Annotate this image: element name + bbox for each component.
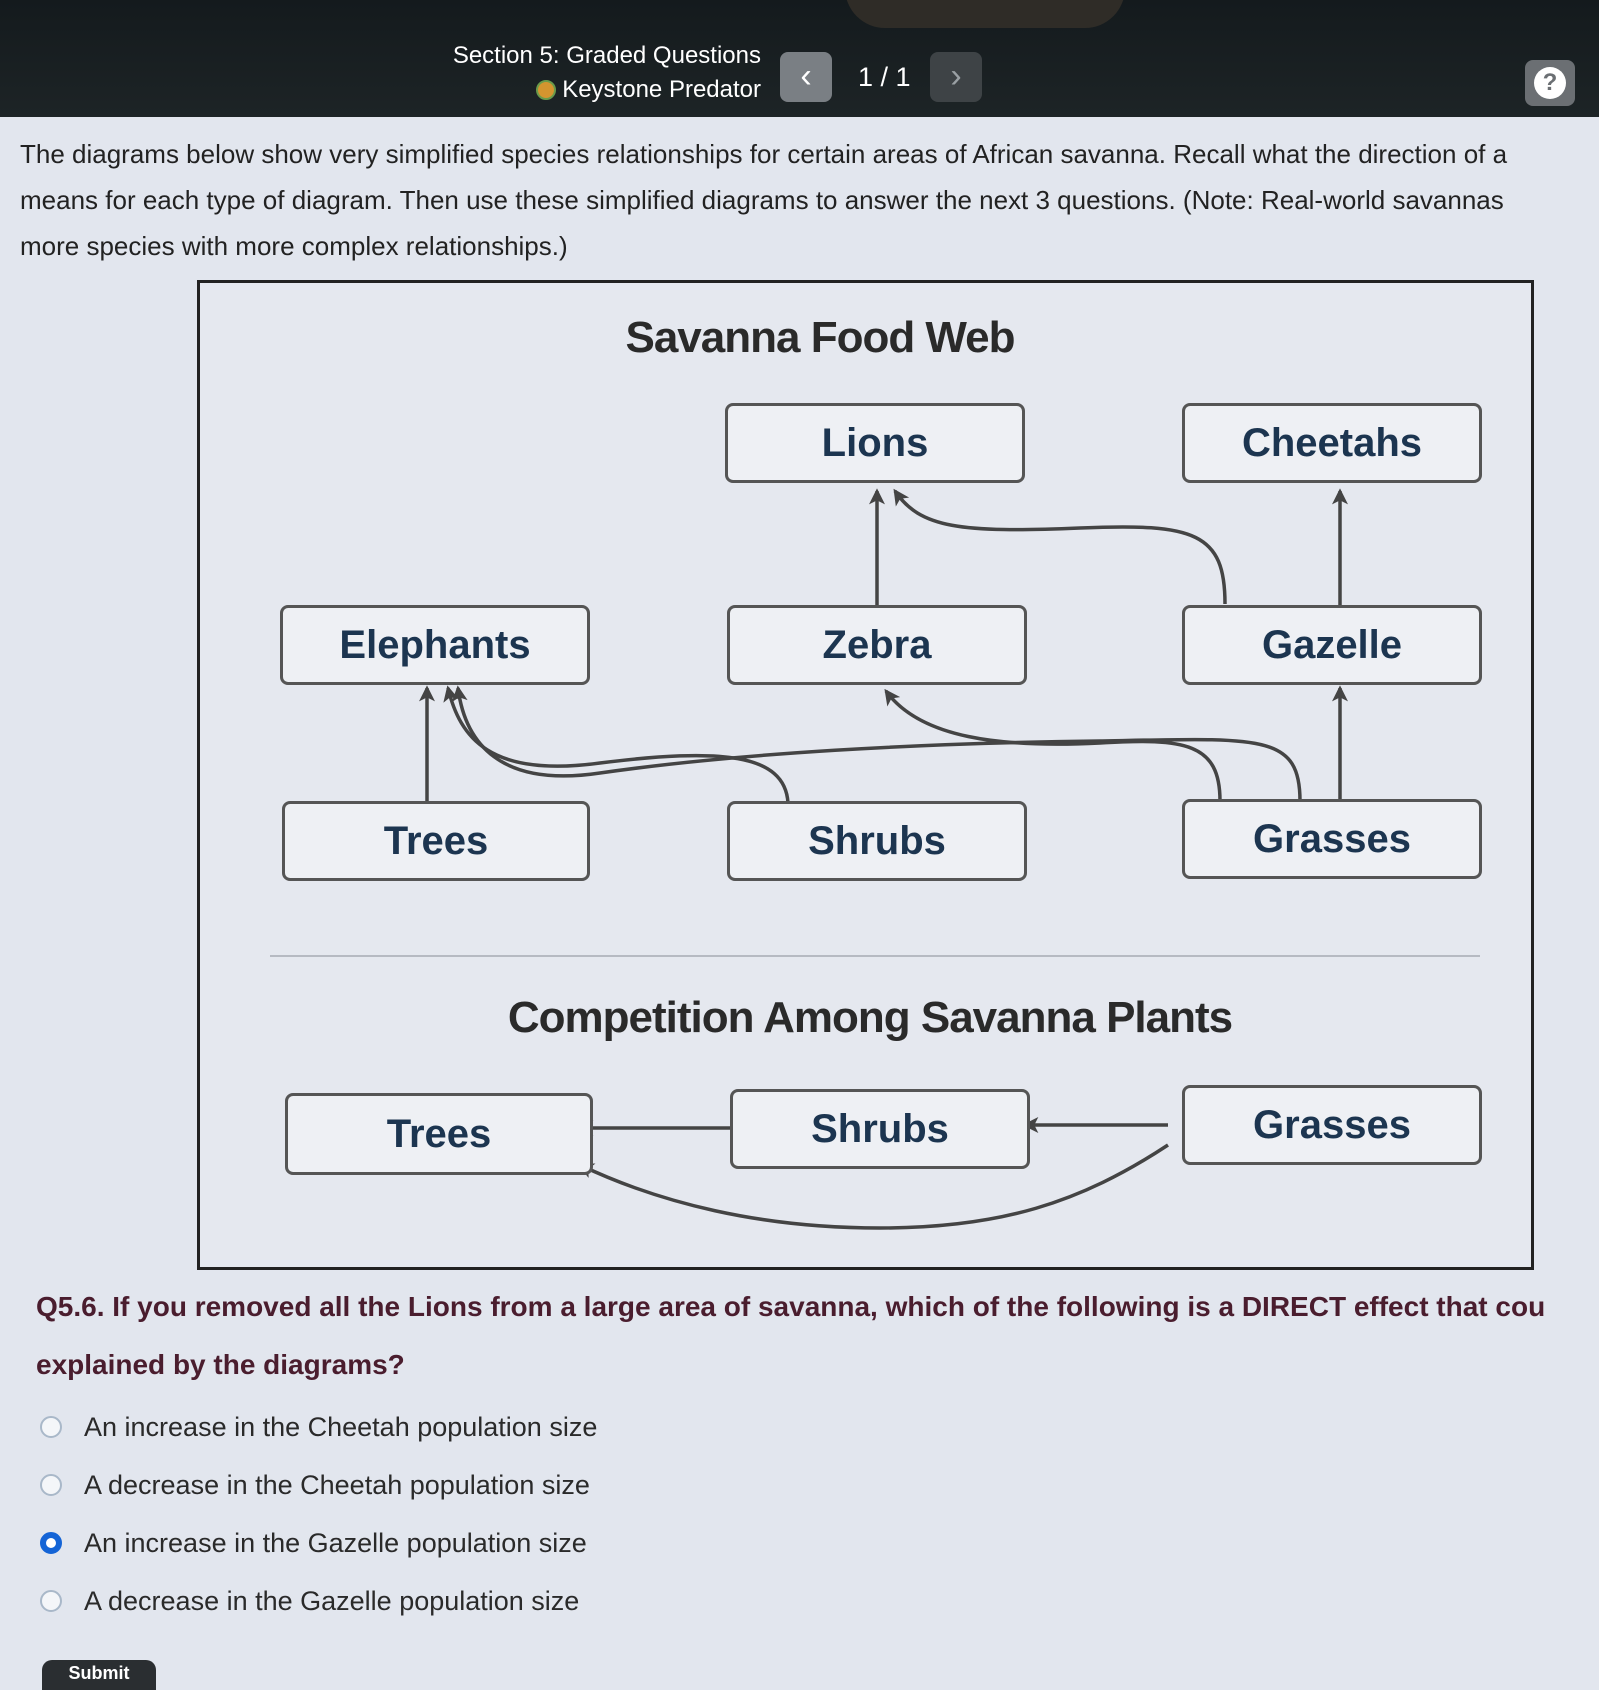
species-diagram: Savanna Food Web Lions Cheetahs Elephant… [197, 280, 1534, 1270]
competition-title: Competition Among Savanna Plants [507, 993, 1233, 1042]
intro-text: The diagrams below show very simplified … [20, 131, 1599, 271]
diagram-arrows [419, 488, 1348, 1230]
intro-line-1: The diagrams below show very simplified … [20, 139, 1508, 169]
question-text: Q5.6. If you removed all the Lions from … [36, 1278, 1599, 1394]
competition-node-trees: Trees [285, 1093, 593, 1175]
node-grasses: Grasses [1182, 799, 1482, 879]
section-subtitle-text: Keystone Predator [562, 76, 761, 103]
top-decoration [845, 0, 1125, 28]
next-button[interactable]: › [930, 52, 982, 102]
answer-option[interactable]: An increase in the Cheetah population si… [40, 1398, 597, 1456]
radio-button[interactable] [40, 1416, 62, 1438]
question-line-1: Q5.6. If you removed all the Lions from … [36, 1291, 1546, 1322]
radio-button[interactable] [40, 1474, 62, 1496]
answer-label: An increase in the Gazelle population si… [84, 1527, 587, 1558]
answer-label: An increase in the Cheetah population si… [84, 1411, 598, 1442]
answer-option[interactable]: An increase in the Gazelle population si… [40, 1514, 597, 1572]
node-cheetahs: Cheetahs [1182, 403, 1482, 483]
arrow-shrubs-to-elephants [443, 685, 790, 804]
node-gazelle: Gazelle [1182, 605, 1482, 685]
radio-button[interactable] [40, 1532, 62, 1554]
intro-line-3: more species with more complex relations… [20, 231, 568, 261]
chevron-right-icon: › [950, 57, 962, 95]
node-elephants: Elephants [280, 605, 590, 685]
answer-option[interactable]: A decrease in the Cheetah population siz… [40, 1456, 597, 1514]
intro-line-2: means for each type of diagram. Then use… [20, 185, 1504, 215]
help-button[interactable]: ? [1525, 60, 1575, 106]
section-title: Section 5: Graded Questions [452, 42, 761, 69]
node-trees: Trees [282, 801, 590, 881]
chevron-left-icon: ‹ [800, 57, 812, 95]
arrow-grasses-to-elephants [451, 685, 1302, 802]
previous-button[interactable]: ‹ [780, 52, 832, 102]
competition-node-shrubs: Shrubs [730, 1089, 1030, 1169]
answer-label: A decrease in the Gazelle population siz… [84, 1585, 580, 1616]
node-shrubs: Shrubs [727, 801, 1027, 881]
question-line-2: explained by the diagrams? [36, 1349, 405, 1380]
node-zebra: Zebra [727, 605, 1027, 685]
answer-label: A decrease in the Cheetah population siz… [84, 1469, 590, 1500]
node-lions: Lions [725, 403, 1025, 483]
question-mark-icon: ? [1534, 67, 1566, 99]
section-subtitle: Keystone Predator [536, 76, 761, 104]
competition-node-grasses: Grasses [1182, 1085, 1482, 1165]
arrow-grasses-to-zebra [884, 688, 1222, 802]
radio-button[interactable] [40, 1590, 62, 1612]
submit-button[interactable]: Submit [42, 1660, 156, 1690]
arrow-grasses-to-trees [577, 1143, 1169, 1230]
answer-options: An increase in the Cheetah population si… [40, 1398, 597, 1630]
answer-option[interactable]: A decrease in the Gazelle population siz… [40, 1572, 597, 1630]
page-indicator: 1 / 1 [858, 62, 911, 92]
food-web-title: Savanna Food Web [625, 313, 1015, 362]
keystone-icon [536, 80, 557, 100]
diagram-divider [270, 955, 1480, 957]
top-bar: Section 5: Graded Questions Keystone Pre… [0, 0, 1599, 117]
arrow-gazelle-to-lions [893, 488, 1227, 605]
